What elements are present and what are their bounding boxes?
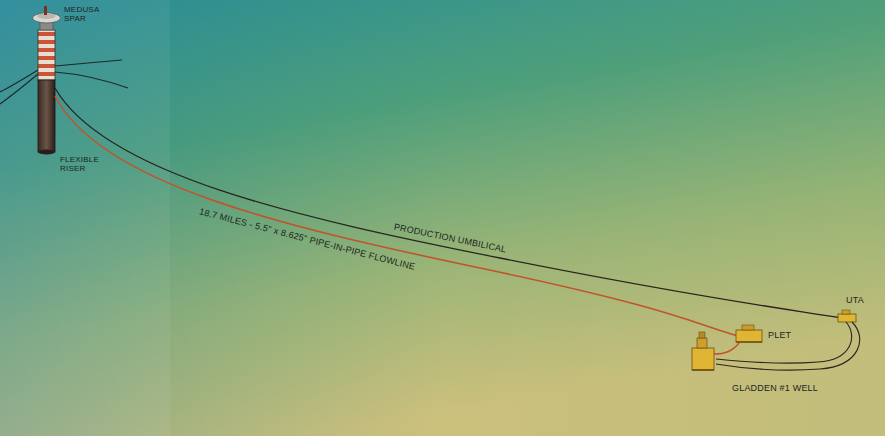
medusa-spar (33, 6, 61, 155)
well-jumper (714, 342, 740, 354)
flying-leads (716, 322, 860, 370)
mooring-lines (0, 60, 128, 104)
part-name: GLADDEN #1 WELL (732, 384, 818, 394)
structure-name: MEDUSA SPAR (64, 6, 99, 24)
light-strip (0, 0, 170, 436)
gladden-well (692, 332, 714, 370)
line-name: PRODUCTION UMBILICAL (393, 222, 507, 255)
part-name: UTA (846, 296, 864, 306)
part-name: FLEXIBLE RISER (60, 156, 99, 174)
pipe-in-pipe-flowline (55, 96, 738, 336)
line-dimension: 18.7 MILES - 5.5" x 8.625" PIPE-IN-PIPE … (198, 207, 416, 272)
plet-structure (736, 325, 762, 342)
uta-structure (838, 310, 856, 322)
production-umbilical (55, 88, 842, 318)
part-name: PLET (768, 331, 791, 341)
